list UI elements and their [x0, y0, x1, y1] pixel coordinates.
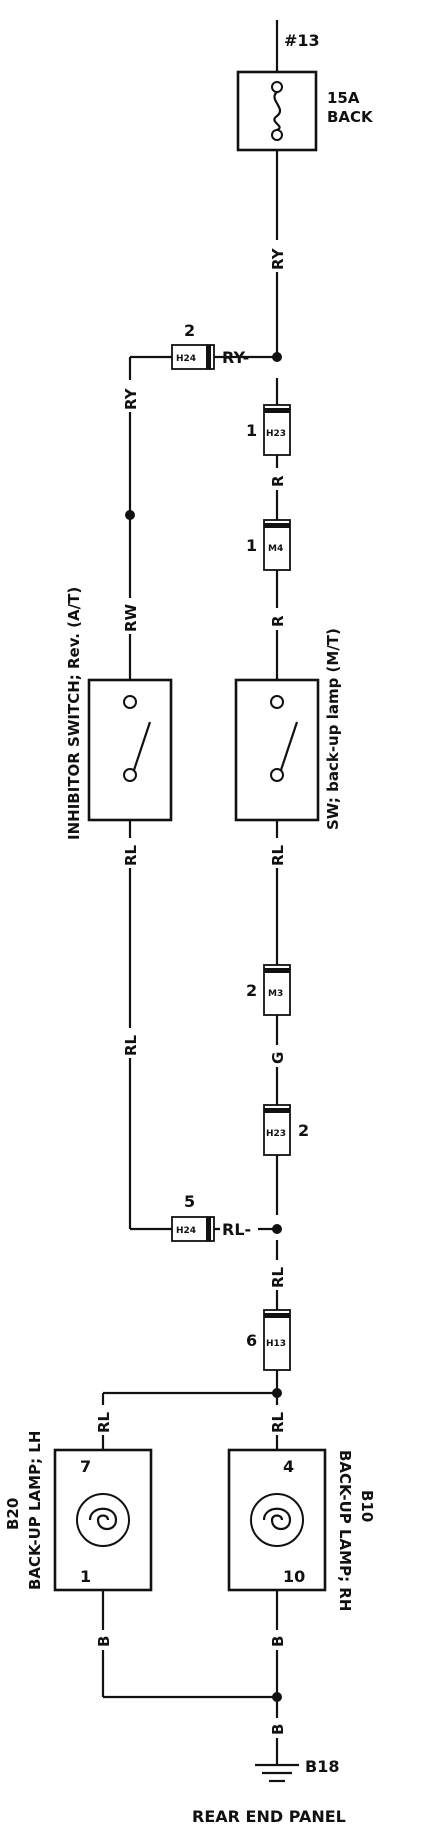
connector-pin: 2	[184, 321, 195, 340]
wire-label-rl: RL	[269, 1266, 287, 1288]
wire-label-b: B	[269, 1636, 287, 1647]
wire-label-b: B	[269, 1724, 287, 1735]
lamp-id: B20	[4, 1498, 22, 1530]
connector-h24-bottom: H24 5	[171, 1192, 215, 1242]
connector-h23-top: H23 1	[246, 404, 291, 456]
lamp-pin-top: 7	[80, 1457, 91, 1476]
switch-label: INHIBITOR SWITCH; Rev. (A/T)	[65, 587, 83, 840]
connector-code: M4	[268, 544, 283, 554]
ground-id: B18	[305, 1757, 339, 1776]
lamp-pin-top: 4	[283, 1457, 294, 1476]
connector-code: H23	[266, 1129, 286, 1139]
junction-dot	[272, 352, 282, 362]
junction-dot	[272, 1692, 282, 1702]
connector-code: H13	[266, 1339, 286, 1349]
fuse-box	[236, 70, 318, 152]
backup-lamp-lh: 7 1 BACK-UP LAMP; LH B20	[4, 1431, 153, 1592]
connector-pin: 1	[246, 421, 257, 440]
wire-label-ry-junction: RY-	[222, 348, 249, 367]
junction-dot	[272, 1224, 282, 1234]
wire-labels: RY RY- RY R R RW RL RL RL G RL- RL	[95, 240, 287, 1738]
fuse-number: #13	[284, 31, 320, 50]
connector-code: H24	[176, 1226, 196, 1236]
backup-lamp-switch: SW; back-up lamp (M/T)	[234, 628, 342, 830]
inhibitor-switch: INHIBITOR SWITCH; Rev. (A/T)	[65, 587, 173, 840]
lamp-pin-bottom: 1	[80, 1567, 91, 1586]
switch-box	[234, 678, 320, 822]
wire-label-g: G	[269, 1052, 287, 1064]
fuse-15a-back: #13 15A BACK	[236, 31, 374, 152]
wire-label-rl: RL	[122, 844, 140, 866]
wire-label-rl: RL	[269, 1411, 287, 1433]
connector-pin: 5	[184, 1192, 195, 1211]
connector-pin: 6	[246, 1331, 257, 1350]
connector-pin: 1	[246, 536, 257, 555]
wire-label-r: R	[269, 615, 287, 627]
ground-location: REAR END PANEL	[192, 1807, 346, 1826]
connector-code: M3	[268, 989, 283, 999]
connector-h24-top: H24 2	[171, 321, 215, 370]
connector-pin: 2	[246, 981, 257, 1000]
fuse-name: BACK	[327, 108, 374, 126]
wire-label-r: R	[269, 475, 287, 487]
connector-pin: 2	[298, 1121, 309, 1140]
wire-label-rl: RL	[122, 1034, 140, 1056]
connector-code: H23	[266, 429, 286, 439]
connector-h23-bottom: H23 2	[263, 1104, 309, 1156]
wire-label-ry: RY	[269, 247, 287, 270]
wire-label-rl-junction: RL-	[222, 1220, 251, 1239]
lamp-box	[53, 1448, 153, 1592]
lamp-id: B10	[358, 1490, 376, 1522]
connector-code: H24	[176, 354, 196, 364]
junction-dot	[125, 510, 135, 520]
junction-nodes	[125, 352, 282, 1702]
lamp-name: BACK-UP LAMP; RH	[336, 1450, 354, 1611]
connector-m4: M4 1	[246, 519, 291, 571]
wire-label-rl: RL	[269, 844, 287, 866]
switch-label: SW; back-up lamp (M/T)	[324, 628, 342, 830]
connector-h13: H13 6	[246, 1309, 291, 1371]
ground-b18: B18 REAR END PANEL	[192, 1757, 346, 1826]
lamp-box	[227, 1448, 327, 1592]
lamp-pin-bottom: 10	[283, 1567, 305, 1586]
wire-label-rw: RW	[122, 603, 140, 632]
wire-label-ry-left: RY	[122, 387, 140, 410]
wire-label-rl: RL	[95, 1411, 113, 1433]
fuse-rating: 15A	[327, 89, 360, 107]
wire-label-b: B	[95, 1636, 113, 1647]
connector-m3: M3 2	[246, 964, 291, 1016]
junction-dot	[272, 1388, 282, 1398]
switch-box	[87, 678, 173, 822]
backup-lamp-rh: 4 10 BACK-UP LAMP; RH B10	[227, 1448, 376, 1611]
lamp-name: BACK-UP LAMP; LH	[26, 1431, 44, 1590]
